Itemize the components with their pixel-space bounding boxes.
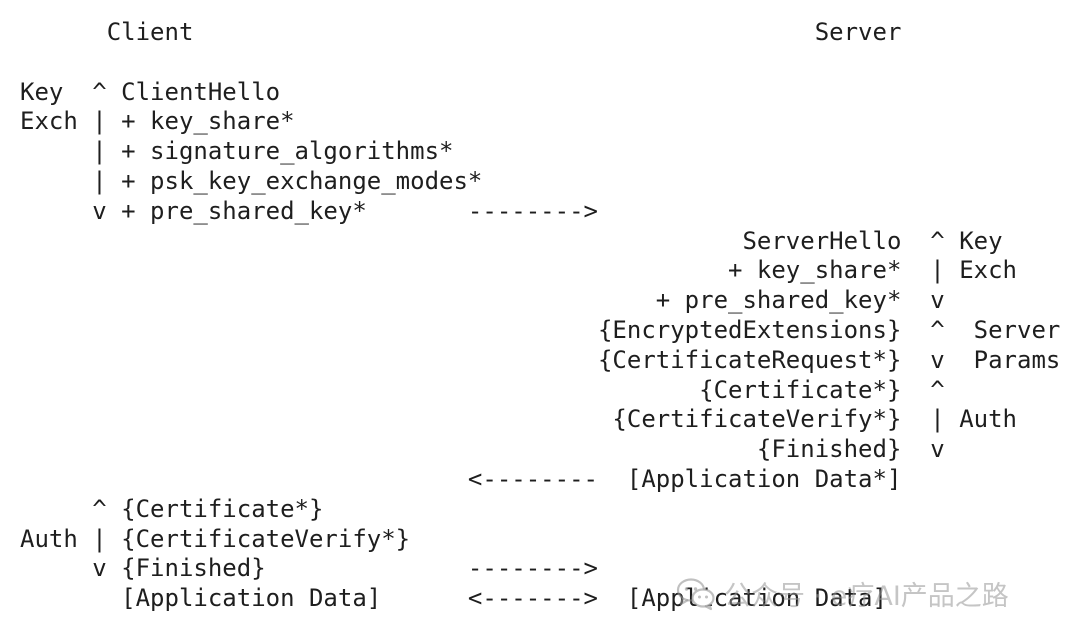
diagram-line-certificate-request: {CertificateRequest*} v Params	[20, 345, 1061, 374]
diagram-line-client-pre-shared-key: v + pre_shared_key* -------->	[20, 196, 598, 225]
diagram-line-signature-algorithms: | + signature_algorithms*	[20, 137, 454, 166]
diagram-line-client-hello: Key ^ ClientHello	[20, 77, 281, 106]
diagram-line-client-key-share: Exch | + key_share*	[20, 107, 295, 136]
diagram-line-client-certificate-verify: Auth | {CertificateVerify*}	[20, 524, 411, 553]
diagram-line-client-finished: v {Finished} -------->	[20, 554, 598, 583]
diagram-line-psk-key-exchange-modes: | + psk_key_exchange_modes*	[20, 166, 483, 195]
diagram-line-server-key-share: + key_share* | Exch	[20, 256, 1017, 285]
diagram-line-client-certificate: ^ {Certificate*}	[20, 494, 324, 523]
diagram-line-server-hello: ServerHello ^ Key	[20, 226, 1003, 255]
diagram-line-encrypted-extensions: {EncryptedExtensions} ^ Server	[20, 315, 1061, 344]
diagram-line-blank	[20, 48, 1060, 78]
diagram-line-application-data-exchange: [Application Data] <-------> [Applicatio…	[20, 584, 887, 613]
diagram-line-server-certificate-verify: {CertificateVerify*} | Auth	[20, 405, 1017, 434]
diagram-line-server-application-data: <-------- [Application Data*]	[20, 464, 902, 493]
diagram-line-header: Client Server	[20, 18, 902, 46]
diagram-line-server-certificate: {Certificate*} ^	[20, 375, 945, 404]
diagram-line-server-finished: {Finished} v	[20, 435, 945, 464]
diagram-line-server-pre-shared-key: + pre_shared_key* v	[20, 286, 945, 315]
